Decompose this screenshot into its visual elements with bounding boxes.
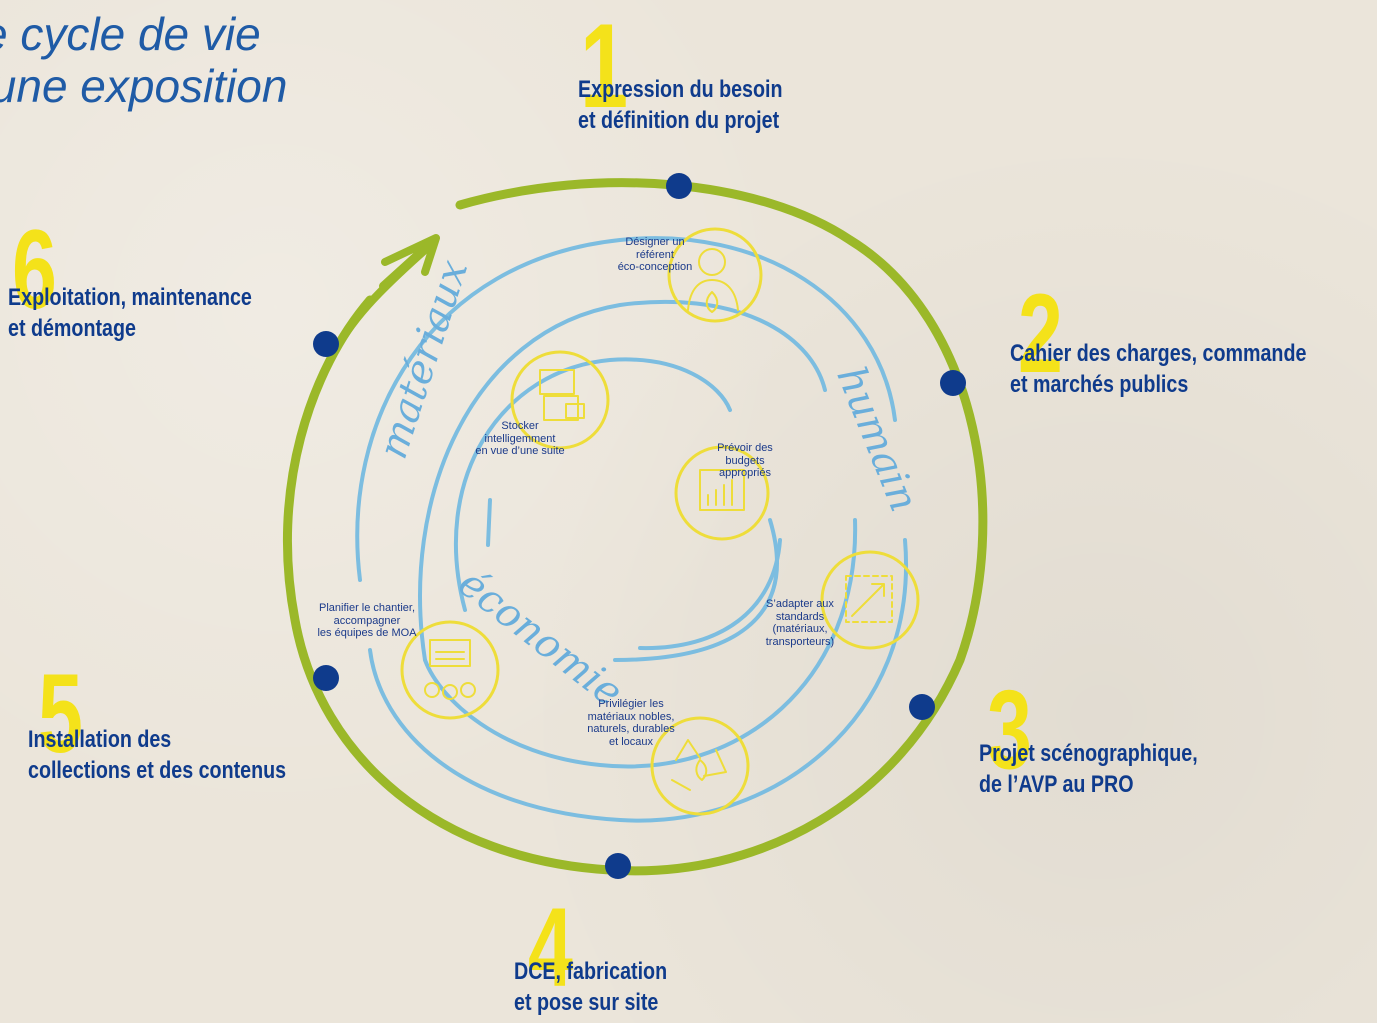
action-budget: Prévoir des budgets appropriés [717,442,773,479]
action-materials: Privilégier les matériaux nobles, nature… [587,698,675,748]
step-number-5: 5 [38,651,83,776]
step-dot-1 [666,173,692,199]
step-number-3: 3 [987,667,1032,792]
step-number-1: 1 [580,0,629,133]
step-label-3: Projet scénographique, de l’AVP au PRO [979,740,1198,798]
step-4: 4 DCE, fabrication et pose sur site [514,892,701,1018]
budget-chart-icon [699,469,745,511]
icon-circle-budget [674,445,770,541]
step-6: 6 Exploitation, maintenance et démontage [8,214,305,344]
storage-boxes-icon [539,369,585,421]
action-referent: Désigner un référent éco-conception [617,236,693,273]
step-dot-2 [940,370,966,396]
step-dot-3 [909,694,935,720]
step-label-1: Expression du besoin et définition du pr… [578,76,783,134]
icon-circle-materials [650,716,750,816]
step-5: 5 Installation des collections et des co… [28,658,343,786]
step-number-4: 4 [528,885,573,1010]
step-dot-6 [313,331,339,357]
step-2: 2 Cahier des charges, commande et marché… [1010,278,1371,400]
action-storage: Stocker intelligemment en vue d’une suit… [475,420,565,457]
icon-circle-planning [400,620,500,720]
standard-format-icon [845,575,893,623]
step-dot-4 [605,853,631,879]
cycle-ring [282,178,988,876]
step-1: 1 Expression du besoin et définition du … [578,6,827,136]
step-label-5: Installation des collections et des cont… [28,726,287,784]
step-number-2: 2 [1018,271,1063,396]
icon-circle-storage [510,350,610,450]
spiral-line-2 [368,538,909,823]
action-planning: Planifier le chantier, accompagner les é… [317,602,417,639]
team-calendar-icon [424,639,476,700]
person-leaf-icon [687,248,739,313]
icon-circle-referent [667,227,763,323]
spiral-line-8 [638,538,782,651]
recycle-leaf-icon [671,739,727,791]
spiral-line-5 [454,357,732,612]
page-title: e cycle de vie 'une exposition [0,8,288,112]
step-dot-5 [313,665,339,691]
spiral-line-1 [355,236,897,582]
step-label-2: Cahier des charges, commande et marchés … [1010,340,1307,398]
icon-circle-standards [820,550,920,650]
action-standards: S’adapter aux standards (matériaux, tran… [765,598,835,648]
step-label-6: Exploitation, maintenance et démontage [8,284,252,342]
step-3: 3 Projet scénographique, de l’AVP au PRO [979,674,1246,800]
step-label-4: DCE, fabrication et pose sur site [514,958,668,1016]
spiral-line-7 [486,498,492,547]
step-number-6: 6 [12,207,57,332]
spiral-line-3 [418,299,827,662]
